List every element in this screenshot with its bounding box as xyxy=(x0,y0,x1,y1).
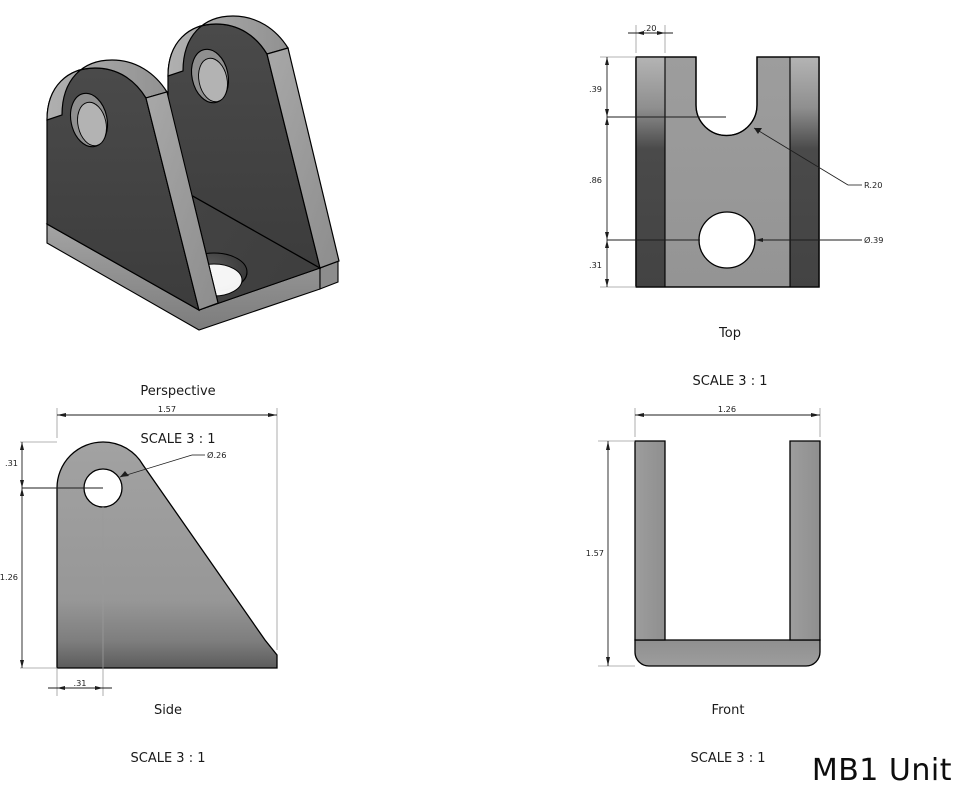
top-plate-outline-overstroke xyxy=(635,56,820,288)
top-dim-031-label: .31 xyxy=(589,260,602,270)
front-base-slab xyxy=(634,639,821,667)
caption-top-name: Top xyxy=(719,326,741,341)
caption-front-name: Front xyxy=(711,703,745,718)
side-dim-157-arrow-right xyxy=(268,413,277,417)
caption-top: Top SCALE 3 : 1 xyxy=(630,294,830,422)
front-dim-126-arrow-left xyxy=(635,413,644,417)
caption-side-name: Side xyxy=(153,703,183,718)
caption-side-scale: SCALE 3 : 1 xyxy=(130,751,206,766)
front-dim-126-arrow-right xyxy=(811,413,820,417)
top-diameter-label: Ø.39 xyxy=(864,235,883,245)
front-dim-157-arrow-bottom xyxy=(606,657,610,666)
side-diameter-label: Ø.26 xyxy=(207,450,226,460)
top-radius-leader-arrow xyxy=(754,128,762,134)
front-dim-157-arrow-top xyxy=(606,441,610,450)
top-right-lug-band xyxy=(789,56,820,288)
top-radius-label: R.20 xyxy=(864,180,882,190)
top-dim-ticks xyxy=(605,57,609,287)
side-dim-157-label: 1.57 xyxy=(158,404,176,414)
side-dim-b031-arrow-right xyxy=(95,686,103,690)
side-diameter-leader-line xyxy=(119,454,193,478)
drawing-title: MB1 Unit xyxy=(811,753,952,788)
caption-perspective-scale: SCALE 3 : 1 xyxy=(140,432,216,447)
top-left-lug-band xyxy=(635,56,666,288)
top-extension-lines xyxy=(600,25,666,288)
front-right-lug xyxy=(789,440,821,641)
side-dim-157-arrow-left xyxy=(57,413,66,417)
front-dim-126-label: 1.26 xyxy=(718,404,736,414)
top-dim-020-arrow-right xyxy=(657,31,665,35)
front-dim-157-label: 1.57 xyxy=(586,548,604,558)
caption-side: Side SCALE 3 : 1 xyxy=(68,671,268,799)
top-dim-020-label: .20 xyxy=(643,23,656,33)
side-dim-ticks xyxy=(20,442,24,668)
side-dim-126-label: 1.26 xyxy=(0,572,18,582)
perspective-right-lug-hole-inner xyxy=(198,57,228,103)
top-dim-039-label: .39 xyxy=(589,84,602,94)
top-radius-leader-line xyxy=(753,127,849,186)
top-diameter-leader-arrow xyxy=(755,238,763,242)
side-diameter-leader-arrow xyxy=(120,471,129,477)
perspective-left-lug-hole-inner xyxy=(77,101,107,147)
top-dim-020-arrow-left xyxy=(636,31,644,35)
front-extension-lines xyxy=(598,408,821,667)
caption-perspective-name: Perspective xyxy=(140,384,216,399)
caption-perspective: Perspective SCALE 3 : 1 xyxy=(78,352,278,480)
side-dim-031-label: .31 xyxy=(5,458,18,468)
top-dim-086-label: .86 xyxy=(589,175,602,185)
front-left-lug xyxy=(634,440,666,641)
caption-front: Front SCALE 3 : 1 xyxy=(628,671,828,799)
top-through-hole xyxy=(698,211,756,269)
side-extension-lines xyxy=(20,408,278,696)
view-side: 1.57 .31 1.26 .31 Ø.26 xyxy=(0,404,278,696)
view-front: 1.26 1.57 xyxy=(586,404,821,667)
view-perspective xyxy=(45,15,340,331)
view-top: .20 .39 .86 .31 R.20 xyxy=(589,23,883,288)
side-dim-b031-label: .31 xyxy=(73,678,86,688)
perspective-right-lug-inner-face xyxy=(266,47,340,269)
caption-front-scale: SCALE 3 : 1 xyxy=(690,751,766,766)
side-dim-b031-arrow-left xyxy=(57,686,65,690)
caption-top-scale: SCALE 3 : 1 xyxy=(692,374,768,389)
perspective-web-face xyxy=(145,91,219,311)
